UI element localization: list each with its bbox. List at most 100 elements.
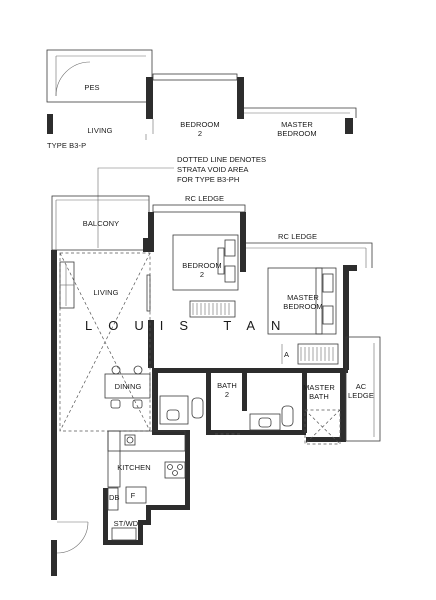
bath2-label-2: 2 [225,390,229,399]
bath2-toilet [191,397,204,419]
master-bath-label-1: MASTER [303,383,335,392]
pillow-2a [224,239,236,257]
pillow-master-a [322,273,334,293]
hob-burner-1 [167,464,173,470]
note-leader-line [97,167,174,248]
wall-bedroom-partition [240,212,246,272]
note-line-3: FOR TYPE B3-PH [177,175,239,184]
dining-label: DINING [115,382,142,391]
master-bedroom-label-1: MASTER [287,293,319,302]
headboard-2 [217,247,225,275]
inset-wall-right [237,77,244,119]
dining-chair-4 [132,399,143,409]
ac-ledge-outline [345,336,381,442]
master-bath-vanity [249,413,281,431]
ac-ledge-label-2: LEDGE [348,391,374,400]
inset-bedroom2-label-1: BEDROOM [180,120,219,129]
wall-kitchen-step-2 [146,505,190,525]
living-label: LIVING [93,288,118,297]
sofa [59,261,75,309]
inset-master-label-2: BEDROOM [277,129,316,138]
wardrobe-master-hangers [300,347,334,361]
wall-db-left [103,488,108,545]
main-walls [51,212,357,576]
pes-door-swing [55,61,91,97]
inset-bedroom2-label-2: 2 [198,129,202,138]
wall-kitchen-step-3 [138,520,151,545]
bed-2 [172,234,239,291]
bedroom2-furniture [172,234,239,318]
fridge-box [125,486,147,504]
inset-wall-far-right [345,118,353,134]
bedroom2-label-1: BEDROOM [182,261,221,270]
master-bath-label-2: BATH [309,392,329,401]
wall-bedroom2-left-top [148,212,154,252]
wall-left-lower [51,540,57,576]
wall-left-exterior [51,250,57,520]
entrance-door-swing [56,521,89,554]
watermark: LOUIS TAN [85,318,296,333]
fridge-label: F [131,491,136,500]
db-box [107,487,119,511]
rc-ledge-top [152,204,246,213]
note-line-2: STRATA VOID AREA [177,165,249,174]
inset-bedroom2-ledge [152,73,238,81]
master-bedroom-label-2: BEDROOM [283,302,322,311]
wall-bath2-left [152,368,158,428]
rc-ledge-right [245,242,373,268]
kitchen-fixtures [107,430,186,541]
inset-wall-mid [146,77,153,119]
wall-masterbath-right [302,373,307,433]
master-bedroom-furniture [267,267,339,365]
void-masterbath-box [304,409,341,445]
wall-bath-top [152,368,348,373]
wall-masterbath-bottom [306,437,346,442]
void-boundary [59,252,151,432]
wardrobe-mark: A [284,350,289,359]
dining-set [104,365,151,409]
hob-burner-3 [172,470,178,476]
inset-master-label-1: MASTER [281,120,313,129]
kitchen-sink [124,434,136,446]
pes-outline [46,49,153,103]
inset-master-ledge [244,107,357,118]
strata-void-note: DOTTED LINE DENOTES STRATA VOID AREA FOR… [97,155,266,248]
kitchen-hob [164,461,186,479]
tv-console [146,274,151,312]
pillow-master-b [322,305,334,325]
kitchen-label: KITCHEN [117,463,151,472]
bed-master [267,267,337,335]
inset-pes-label: PES [84,83,99,92]
db-label: DB [109,493,120,502]
dining-chair-2 [133,365,143,375]
master-bath-toilet [281,405,294,427]
wall-masterbath-left [242,373,247,411]
kitchen-counter-left [107,430,121,488]
stwd-label: ST/WD [114,519,139,528]
pillow-2b [224,265,236,283]
wall-bath2-right [206,373,211,435]
ac-ledge-label-1: AC [356,382,367,391]
note-line-1: DOTTED LINE DENOTES [177,155,266,164]
void-masterbath-diag-2 [304,409,341,445]
master-bath-fixtures [249,405,294,431]
bath2-fixtures [159,395,204,425]
rc-ledge-top-label: RC LEDGE [185,194,224,203]
inset-plan-b3p: PES LIVING BEDROOM 2 MASTER BEDROOM [46,49,357,140]
entrance-door [56,521,89,554]
wall-master-lower-right [340,373,346,441]
wall-bedroom2-left-bottom [148,320,154,368]
bedroom2-label-2: 2 [200,270,204,279]
dining-table [104,373,151,399]
wardrobe-2-hangers [192,303,230,315]
master-bath-basin [258,417,272,428]
strata-void-dotted-area [59,252,341,445]
bath2-vanity [159,395,189,425]
balcony-label: BALCONY [83,219,120,228]
wall-master-right [343,265,349,370]
bath2-basin [166,409,180,421]
hob-burner-2 [177,464,183,470]
wall-kitchen-step-1 [152,425,190,455]
wall-bath-bottom [211,430,306,435]
